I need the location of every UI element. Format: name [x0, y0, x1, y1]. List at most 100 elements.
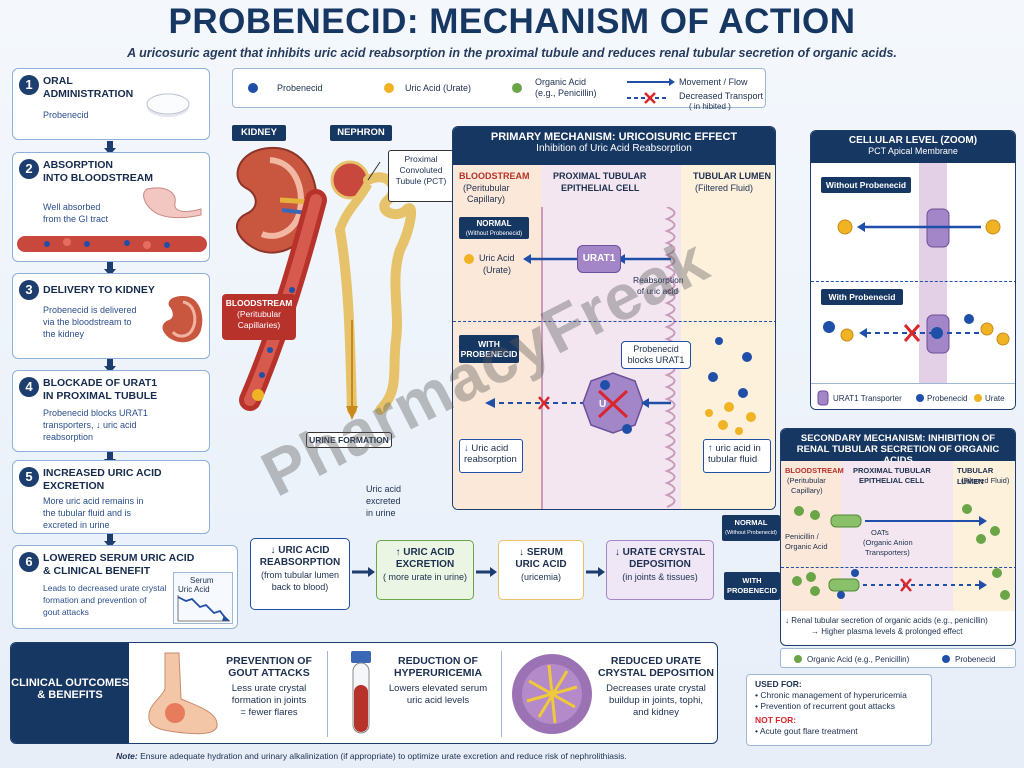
- stomach-icon: [143, 187, 202, 219]
- organic-acid-dot-icon: [512, 83, 522, 93]
- uric-acid-label: Uric Acid: [479, 253, 515, 263]
- oat-label: OATs: [871, 528, 889, 537]
- sec-blood-header: BLOODSTREAM: [785, 466, 844, 475]
- blocks-urat1-callout: Probenecid blocks URAT1: [621, 341, 691, 369]
- used-for-item: • Chronic management of hyperuricemia: [755, 690, 907, 700]
- outcome-text: Decreases urate crystal: [606, 683, 706, 694]
- sec-divider: [781, 567, 1015, 568]
- step-title-line: INCREASED URIC ACID: [43, 467, 162, 479]
- step-title-line: BLOCKADE OF URAT1: [43, 377, 158, 389]
- zoom-legend: URAT1 Transporter Probenecid Urate: [811, 383, 1015, 409]
- foot-joint-icon: [148, 652, 218, 735]
- secondary-title: SECONDARY MECHANISM: INHIBITION OF: [800, 433, 996, 444]
- blocks-callout-text: blocks URAT1: [627, 355, 685, 365]
- step-text: excreted in urine: [43, 520, 110, 530]
- bloodstream-tag-text: Capillaries): [237, 320, 281, 330]
- urate-dot-icon: [974, 394, 982, 402]
- pct-callout-text: Proximal: [404, 154, 438, 164]
- chain-text: (from tubular lumen: [260, 570, 340, 580]
- cellular-zoom-panel: CELLULAR LEVEL (ZOOM) PCT Apical Membran…: [810, 130, 1016, 410]
- chain-text: REABSORPTION: [259, 557, 341, 568]
- outcome-title: GOUT ATTACKS: [228, 667, 310, 679]
- legend-organic-acid-2: (e.g., Penicillin): [535, 88, 597, 98]
- cell-column: [541, 165, 681, 509]
- outcome-divider: [501, 651, 502, 737]
- sec-normal-text: NORMAL: [734, 518, 768, 527]
- primary-title: PRIMARY MECHANISM: URICOISURIC EFFECT: [490, 131, 738, 143]
- step-3: 3 DELIVERY TO KIDNEY Probenecid is deliv…: [12, 273, 210, 359]
- up-box-text: tubular fluid: [708, 454, 758, 465]
- blocks-callout-text: Probenecid: [633, 344, 679, 354]
- probenecid-dot-icon: [248, 83, 258, 93]
- step-title-line: ABSORPTION: [43, 159, 114, 171]
- outcomes-label-text: CLINICAL OUTCOMES: [11, 677, 129, 689]
- secondary-effect: ↓ Renal tubular secretion of organic aci…: [785, 616, 988, 625]
- zoom-legend-probenecid: Probenecid: [927, 394, 968, 403]
- step-title-line: EXCRETION: [43, 480, 105, 492]
- outcome-divider: [327, 651, 328, 737]
- primary-subtitle: Inhibition of Uric Acid Reabsorption: [536, 143, 692, 154]
- up-box-text: uric acid in: [715, 443, 761, 454]
- chain-arrows: [352, 567, 605, 577]
- secondary-mechanism-panel: SECONDARY MECHANISM: INHIBITION OF RENAL…: [780, 428, 1016, 646]
- with-tag-text: PROBENECID: [460, 349, 518, 359]
- secretion-diagram: [792, 504, 1010, 600]
- nephron-tag: NEPHRON: [330, 125, 392, 141]
- step-text: formation and prevention of: [43, 595, 147, 605]
- step-text: Probenecid is delivered: [43, 305, 137, 315]
- chain-text: ↓ URIC ACID: [270, 545, 330, 556]
- step-title-line: ADMINISTRATION: [43, 88, 134, 100]
- step-title-line: LOWERED SERUM URIC ACID: [43, 552, 195, 564]
- urate-crystal-icon: [512, 654, 592, 734]
- legend-decreased-2: ( in hibited ): [689, 102, 731, 111]
- page-title: PROBENECID: MECHANISM OF ACTION: [168, 2, 856, 41]
- step-6: 6 LOWERED SERUM URIC ACID& CLINICAL BENE…: [12, 545, 238, 629]
- sec-cell-header: PROXIMAL TUBULAR: [853, 466, 931, 475]
- basolateral-membrane: [541, 207, 543, 509]
- penicillin-label: Penicillin /: [785, 532, 819, 541]
- step-title-line: INTO BLOODSTREAM: [43, 172, 154, 184]
- down-reabsorption-box: ↓ Uric acid reabsorption: [459, 439, 523, 473]
- step-title: DELIVERY TO KIDNEY: [43, 284, 155, 296]
- step-text: reabsorption: [43, 432, 94, 442]
- chain-step-excretion: ↑ URIC ACID EXCRETION ( more urate in ur…: [376, 540, 474, 600]
- urine-formation-tag: URINE FORMATION: [306, 432, 392, 448]
- organic-acid-dot-icon: [794, 655, 802, 663]
- usage-box: USED FOR: • Chronic management of hyperu…: [746, 674, 932, 746]
- outcome-text: = fewer flares: [240, 707, 298, 718]
- step-number: 2: [19, 159, 39, 179]
- bloodstream-tag-text: (Peritubular: [237, 309, 281, 319]
- chain-text: (uricemia): [520, 572, 561, 582]
- outcome-text: buildup in joints, tophi,: [608, 695, 703, 706]
- sec-blood-header: Capillary): [791, 486, 823, 495]
- kidney-small-icon: [162, 296, 203, 343]
- step-text: Probenecid: [43, 110, 89, 120]
- sec-with-text: WITH: [742, 576, 762, 585]
- step-title-line: ORAL: [43, 75, 73, 87]
- sec-blood-header: (Peritubular: [787, 476, 826, 485]
- probenecid-dot-icon: [942, 655, 950, 663]
- normal-tag-text: NORMAL: [476, 219, 512, 228]
- pct-callout-text: Convoluted: [399, 165, 443, 175]
- blocked-transport: U: [485, 372, 671, 434]
- normal-transport-zoom: [837, 208, 1001, 248]
- chain-text: ( more urate in urine): [382, 572, 468, 582]
- step-text: from the GI tract: [43, 214, 109, 224]
- outcomes-label: CLINICAL OUTCOMES & BENEFITS: [11, 643, 129, 743]
- decline-trend-icon: [177, 595, 230, 622]
- sec-normal-sub: (Without Probenecid): [725, 530, 777, 536]
- sec-normal-tag: NORMAL (Without Probenecid): [722, 515, 780, 541]
- secondary-header: SECONDARY MECHANISM: INHIBITION OF RENAL…: [781, 429, 1015, 466]
- zoom-legend-urat1: URAT1 Transporter: [833, 394, 902, 403]
- normal-tag-sub: (Without Probenecid): [465, 231, 523, 237]
- uric-acid-label: (Urate): [483, 265, 512, 275]
- urat1-transporter: URAT1: [577, 245, 621, 273]
- cellular-title: CELLULAR LEVEL (ZOOM): [848, 135, 978, 146]
- used-for-item: • Prevention of recurrent gout attacks: [755, 701, 895, 711]
- step-arrow-icon: [104, 141, 116, 155]
- blood-col-header: Capillary): [467, 194, 506, 204]
- step-text: gout attacks: [43, 607, 89, 617]
